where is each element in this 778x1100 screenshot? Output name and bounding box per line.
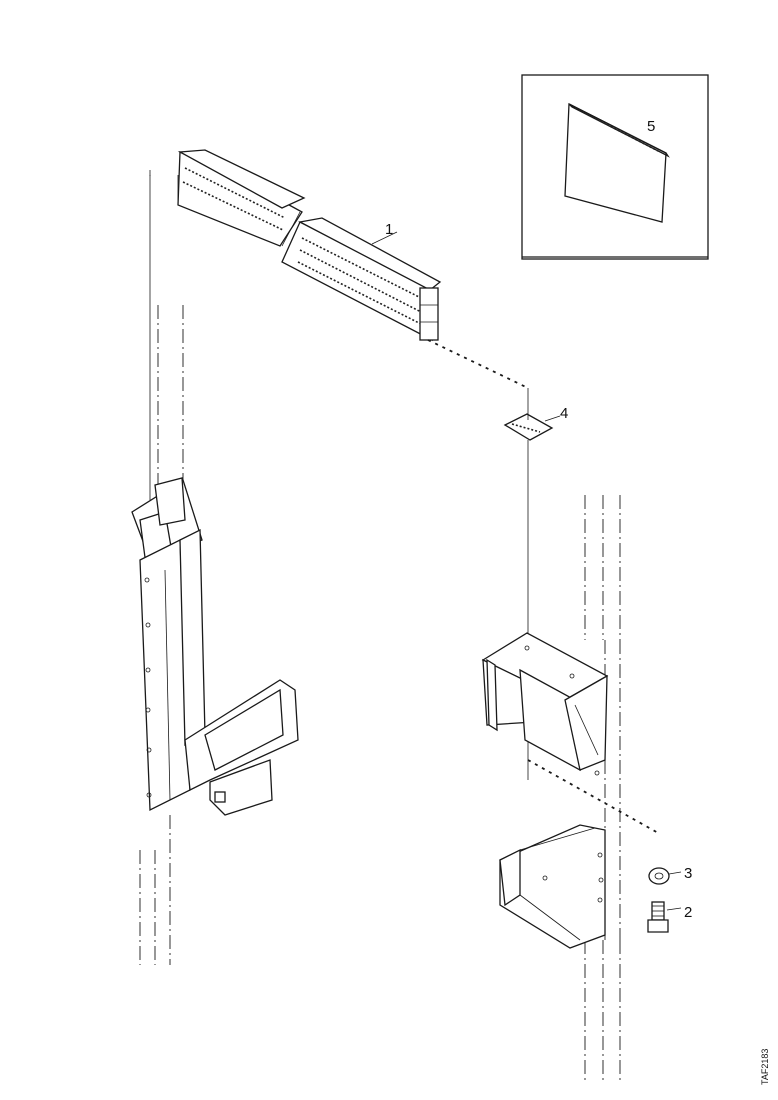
callouts: 1 2 3 4 5 — [385, 118, 692, 921]
callout-4: 4 — [560, 405, 568, 422]
drawing-reference: TAF2183 — [760, 1049, 770, 1085]
bracket-part-4 — [503, 413, 561, 441]
callout-5: 5 — [647, 118, 655, 135]
washer-part-3 — [648, 867, 682, 885]
left-support-frame — [131, 305, 299, 965]
bolt-part-2 — [647, 901, 682, 933]
panel-part-5 — [564, 102, 670, 223]
callout-3: 3 — [684, 865, 692, 882]
right-support-frame — [481, 495, 621, 1080]
inset-detail-box — [521, 74, 709, 260]
callout-2: 2 — [684, 904, 692, 921]
rail-beam-part-1 — [177, 149, 442, 342]
callout-1: 1 — [385, 221, 393, 238]
